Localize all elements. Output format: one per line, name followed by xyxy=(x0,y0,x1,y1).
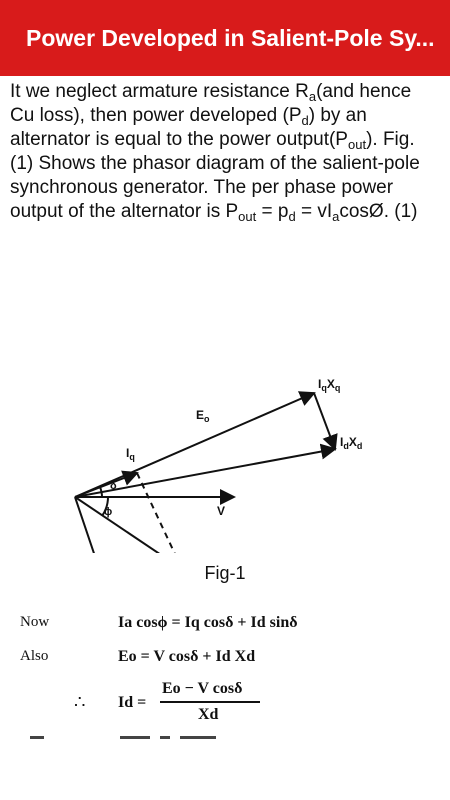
page-title: Power Developed in Salient-Pole Sy... xyxy=(26,24,435,51)
article-content[interactable]: It we neglect armature resistance Ra(and… xyxy=(0,76,450,800)
now-expression: Ia cosϕ = Iq cosδ + Id sinδ xyxy=(118,614,298,631)
figure-caption: Fig-1 xyxy=(204,563,246,583)
svg-text:Eo: Eo xyxy=(196,408,210,424)
svg-text:IqXq: IqXq xyxy=(318,377,340,393)
svg-text:δ: δ xyxy=(110,480,117,492)
intro-paragraph: It we neglect armature resistance Ra(and… xyxy=(10,81,420,224)
svg-text:V: V xyxy=(217,504,225,518)
iqxq-phasor xyxy=(313,392,338,451)
also-expression: Eo = V cosδ + Id Xd xyxy=(118,648,256,665)
id-phasor xyxy=(74,496,95,553)
iq-phasor xyxy=(74,470,139,498)
phasor-diagram: Eo IqXq IdXd Iq δ ϕ V Ia Id xyxy=(74,377,362,553)
cutoff-content xyxy=(0,734,450,742)
vdrop-line xyxy=(74,443,337,498)
also-label: Also xyxy=(20,648,49,664)
svg-text:Iq: Iq xyxy=(126,446,135,462)
app-bar: Power Developed in Salient-Pole Sy... xyxy=(0,0,450,76)
id-numerator: Eo − V cosδ xyxy=(162,680,243,697)
svg-text:ϕ: ϕ xyxy=(104,506,112,518)
ia-phasor xyxy=(74,496,161,553)
id-denominator: Xd xyxy=(198,706,219,723)
eo-phasor xyxy=(74,391,316,498)
id-lhs: Id = xyxy=(118,694,147,711)
now-label: Now xyxy=(20,614,50,630)
equations-block: Now Ia cosϕ = Iq cosδ + Id sinδ Also Eo … xyxy=(0,606,450,736)
fraction-bar xyxy=(160,701,260,703)
therefore-symbol: ∴ xyxy=(74,692,86,712)
equation-id: ∴ Id = Eo − V cosδ Xd xyxy=(0,680,450,736)
svg-text:IdXd: IdXd xyxy=(340,435,362,451)
